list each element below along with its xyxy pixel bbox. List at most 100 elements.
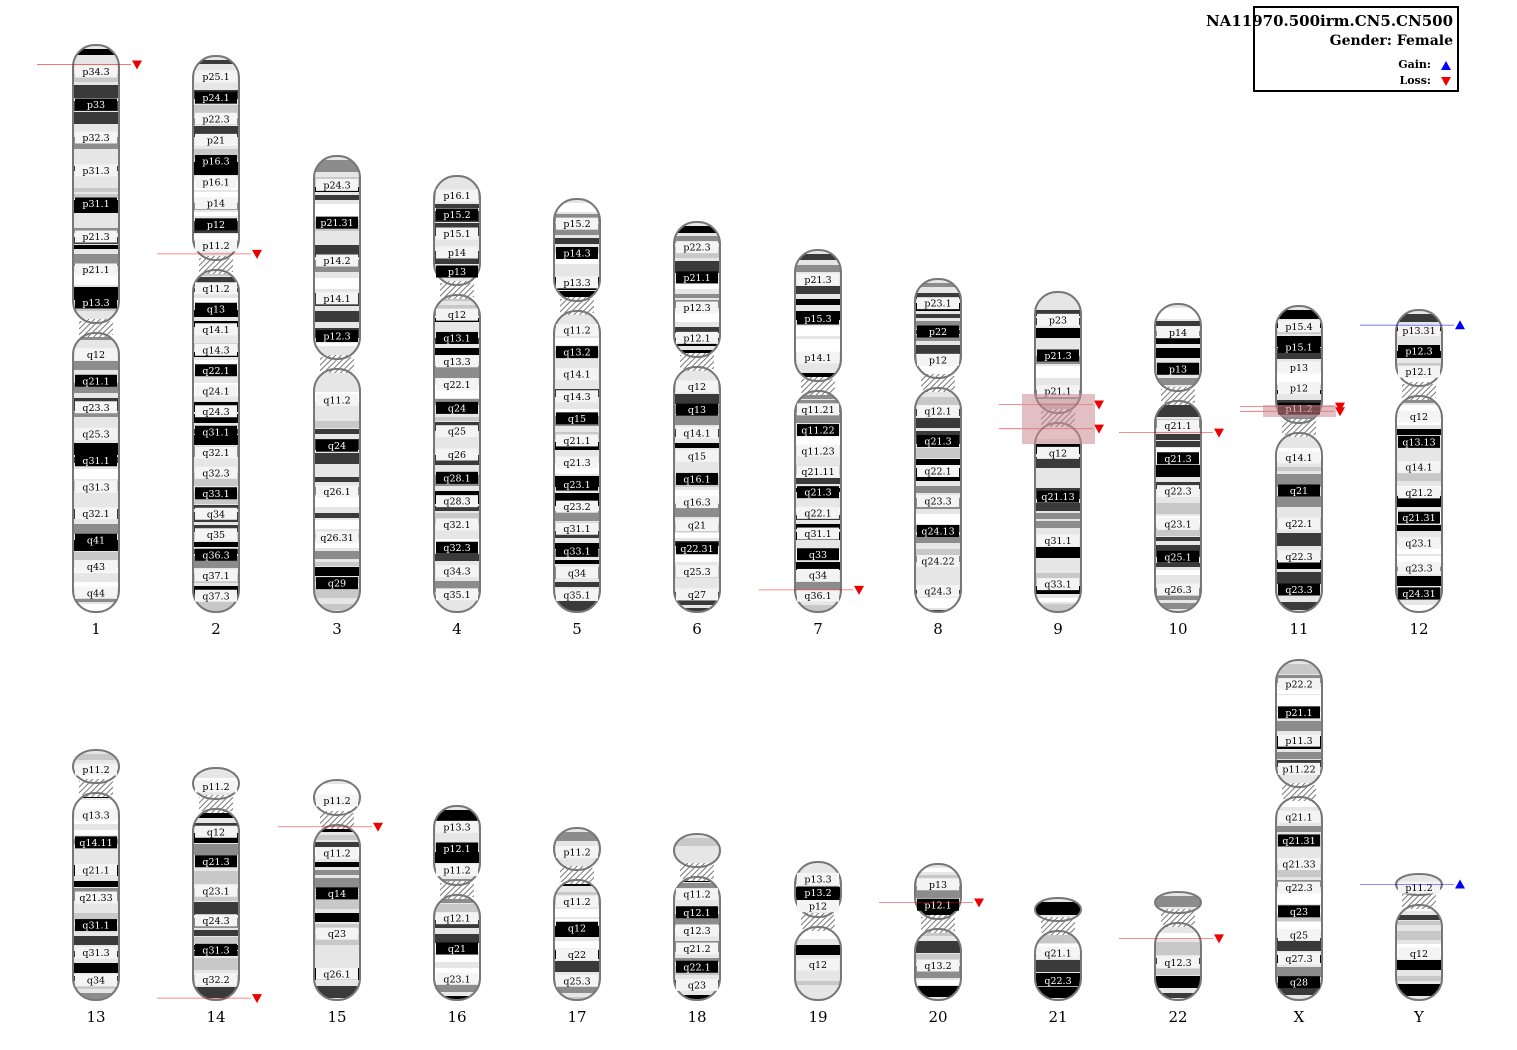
- band-box: [1278, 320, 1320, 333]
- band-label-q: q14.11: [79, 838, 112, 849]
- band-label-p: p13: [448, 267, 466, 278]
- chromosome-8: p23.1p22p12q12.1q21.3q22.1q23.3q24.13q24…: [914, 278, 962, 638]
- band-label-q: q12: [568, 923, 586, 934]
- band-box: [195, 112, 237, 125]
- band-box: [676, 380, 718, 393]
- band-label-q: q35.1: [443, 590, 470, 601]
- band-box: [556, 276, 598, 289]
- band-box: [676, 542, 718, 555]
- band-box: [75, 98, 117, 111]
- band-box: [436, 842, 478, 855]
- gain-legend-label: Gain:: [1398, 58, 1431, 71]
- cnv-region-highlight: [1263, 405, 1336, 417]
- band-label-q: q23.2: [563, 502, 590, 513]
- band-label-q: q33.1: [563, 546, 590, 557]
- band-box: [195, 239, 237, 252]
- band-box: [195, 884, 237, 897]
- band-label-q: q11.23: [801, 446, 834, 457]
- loss-marker-icon: [1214, 934, 1224, 944]
- band-box: [1398, 345, 1440, 357]
- band-box: [556, 324, 598, 337]
- band-box: [436, 448, 478, 461]
- loss-triangle-icon: [1441, 77, 1451, 86]
- band-label-p: p21.3: [82, 232, 109, 243]
- band-label-q: q32.1: [82, 509, 109, 520]
- band-box: [195, 589, 237, 602]
- band-label-p: p12.1: [443, 844, 470, 855]
- band-label-q: q22.1: [683, 962, 710, 973]
- band-box: [195, 323, 237, 336]
- band-box: [1278, 834, 1320, 847]
- band-label-q: q21.3: [804, 488, 831, 499]
- band-label-q: q15: [688, 451, 706, 462]
- band-box: [195, 548, 237, 561]
- chromosome-number-label: 2: [211, 620, 221, 638]
- band-box: [1278, 451, 1320, 464]
- band-box: [436, 355, 478, 368]
- band-box: [436, 227, 478, 240]
- loss-marker-icon: [1094, 424, 1104, 434]
- band-label-q: q22.3: [1164, 487, 1191, 498]
- chromosome-X: p22.2p21.1p11.3p11.22q21.1q21.31q21.33q2…: [1275, 659, 1323, 1026]
- band-box: [75, 507, 117, 520]
- band-label-p: p32.3: [82, 133, 109, 144]
- band-label-p: p12: [809, 902, 827, 913]
- band-label-q: q34: [568, 568, 586, 579]
- band-label-q: q25.1: [1164, 552, 1191, 563]
- band-box: [75, 427, 117, 440]
- band-label-p: p16.3: [202, 157, 229, 168]
- band-label-q: q14.1: [563, 370, 590, 381]
- band-label-p: p15.4: [1285, 322, 1312, 333]
- band-box: [195, 855, 237, 868]
- band-box: [676, 588, 718, 601]
- band-label-q: q21.2: [1405, 488, 1432, 499]
- band-box: [195, 91, 237, 104]
- band-box: [316, 178, 358, 191]
- band-label-p: p12.1: [924, 900, 951, 911]
- band-label-q: q31.1: [563, 524, 590, 535]
- chromosome-5: p15.2p14.3p13.3q11.2q13.2q14.1q14.3q15q2…: [553, 198, 601, 638]
- band-box: [676, 978, 718, 991]
- band-box: [917, 525, 959, 537]
- band-box: [676, 426, 718, 439]
- band-label-q: q23.1: [1164, 519, 1191, 530]
- band-box: [1278, 484, 1320, 497]
- band-label-p: p12.3: [323, 332, 350, 343]
- chromosome-number-label: 11: [1289, 620, 1308, 638]
- band-label-q: q12: [1049, 448, 1067, 459]
- band-label-p: p14.2: [323, 256, 350, 267]
- band-box: [1037, 313, 1079, 326]
- band-box: [195, 973, 237, 986]
- chromosome-number-label: 9: [1053, 620, 1063, 638]
- band-label-q: q22.31: [680, 544, 713, 555]
- band-label-p: p12.1: [683, 333, 710, 344]
- band-label-q: q12: [207, 827, 225, 838]
- gain-marker-icon: [1455, 879, 1465, 889]
- band-label-q: q11.21: [801, 405, 834, 416]
- chromosome-7: p21.3p15.3p14.1q11.21q11.22q11.23q21.11q…: [759, 249, 864, 638]
- band-label-q: q23.3: [924, 497, 951, 508]
- chromosome-2: p25.1p24.1p22.3p21p16.3p16.1p14p12p11.2q…: [157, 55, 262, 638]
- band-box: [1398, 511, 1440, 524]
- band-box: [436, 588, 478, 601]
- band-label-q: q41: [87, 535, 105, 546]
- chromosome-number-label: 10: [1168, 620, 1187, 638]
- band-box: [917, 555, 959, 567]
- band-label-q: q21.31: [1402, 513, 1435, 524]
- gain-triangle-icon: [1441, 61, 1451, 70]
- band-box: [316, 577, 358, 590]
- band-label-q: q23.1: [1405, 538, 1432, 549]
- band-label-q: q26.31: [320, 533, 353, 544]
- band-label-q: q35.1: [563, 590, 590, 601]
- band-label-q: q28: [1290, 978, 1308, 989]
- chromosome-22: q12.322: [1119, 891, 1224, 1026]
- band-label-p: p24.1: [202, 93, 229, 104]
- band-box: [195, 218, 237, 231]
- band-label-p: p33: [87, 100, 105, 111]
- band-label-q: q21.31: [1282, 836, 1315, 847]
- band-label-p: p11.2: [82, 765, 109, 776]
- band-label-q: q12.1: [924, 407, 951, 418]
